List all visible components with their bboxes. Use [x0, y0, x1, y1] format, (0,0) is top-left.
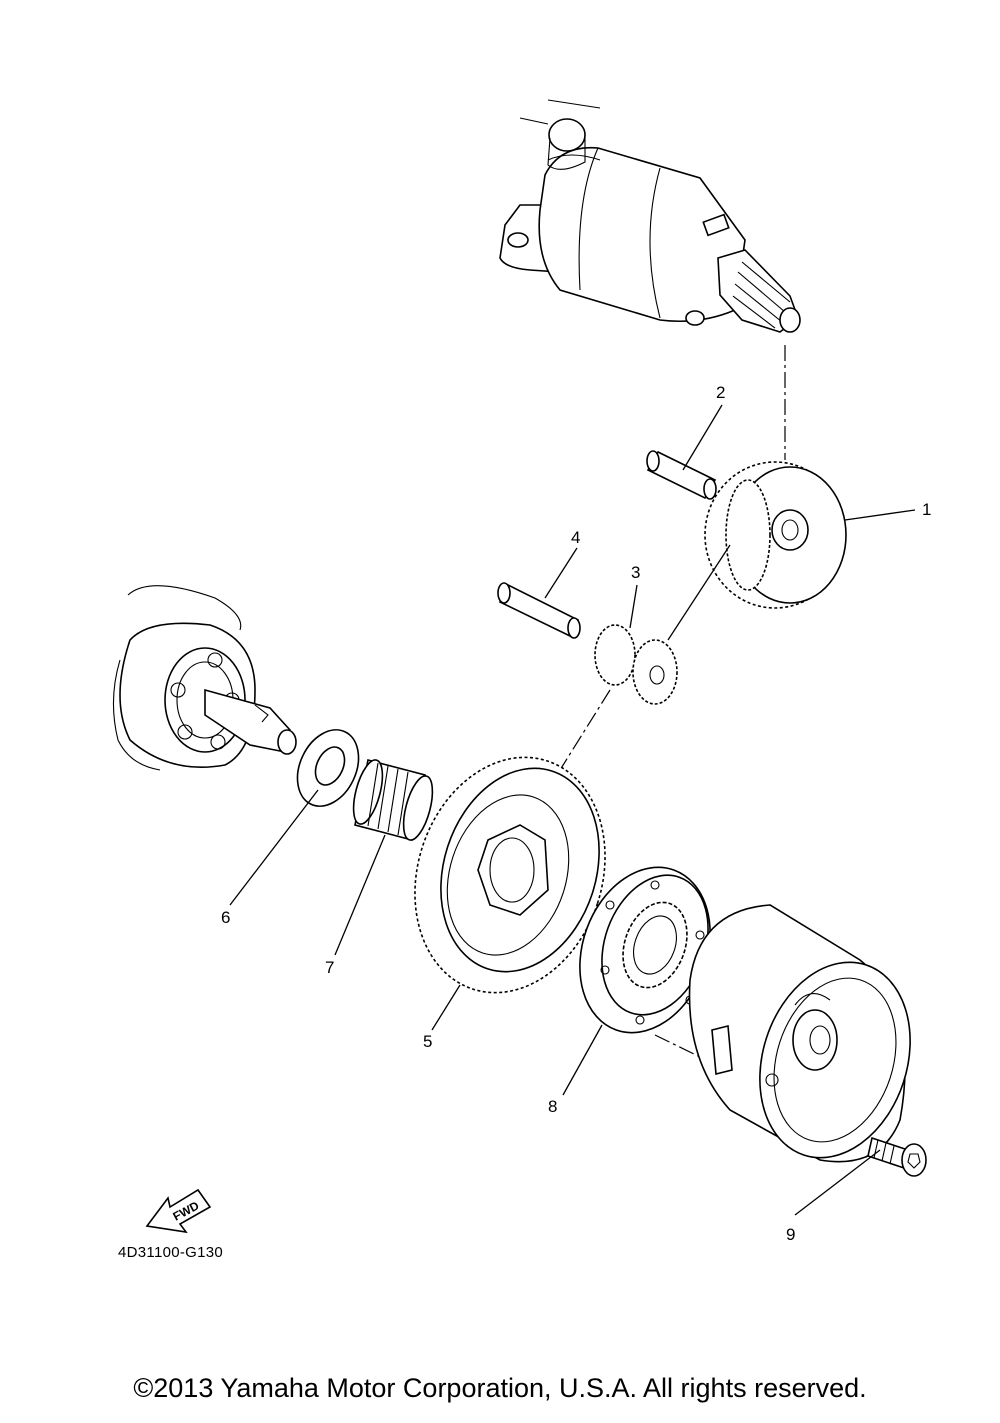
rotor-illustration	[688, 904, 911, 1163]
shaft-part-2	[646, 450, 717, 500]
callout-7: 7	[325, 958, 334, 977]
callout-8: 8	[548, 1097, 557, 1116]
callout-3: 3	[631, 563, 640, 582]
fwd-arrow-icon: FWD	[145, 1188, 212, 1234]
copyright-notice: ©2013 Yamaha Motor Corporation, U.S.A. A…	[133, 1373, 867, 1403]
starter-motor-illustration	[499, 99, 801, 333]
bolt-part-9	[867, 1136, 927, 1177]
callout-9: 9	[786, 1225, 795, 1244]
diagram-code: 4D31100-G130	[118, 1244, 224, 1261]
bearing-part-7	[352, 759, 434, 841]
gear-part-5	[414, 756, 606, 994]
clutch-part-8	[579, 866, 711, 1034]
callout-2: 2	[716, 383, 725, 402]
callout-labels: 1 2 3 4 5 6 7 8 9	[221, 383, 931, 1244]
callout-6: 6	[221, 908, 230, 927]
crankshaft-illustration	[112, 585, 297, 771]
callout-5: 5	[423, 1032, 432, 1051]
shaft-part-4	[497, 582, 581, 639]
gear-part-3	[594, 624, 678, 705]
washer-part-6	[296, 729, 360, 807]
leader-lines	[229, 404, 916, 1216]
gear-part-1	[704, 461, 847, 609]
callout-4: 4	[571, 528, 580, 547]
callout-1: 1	[922, 500, 931, 519]
